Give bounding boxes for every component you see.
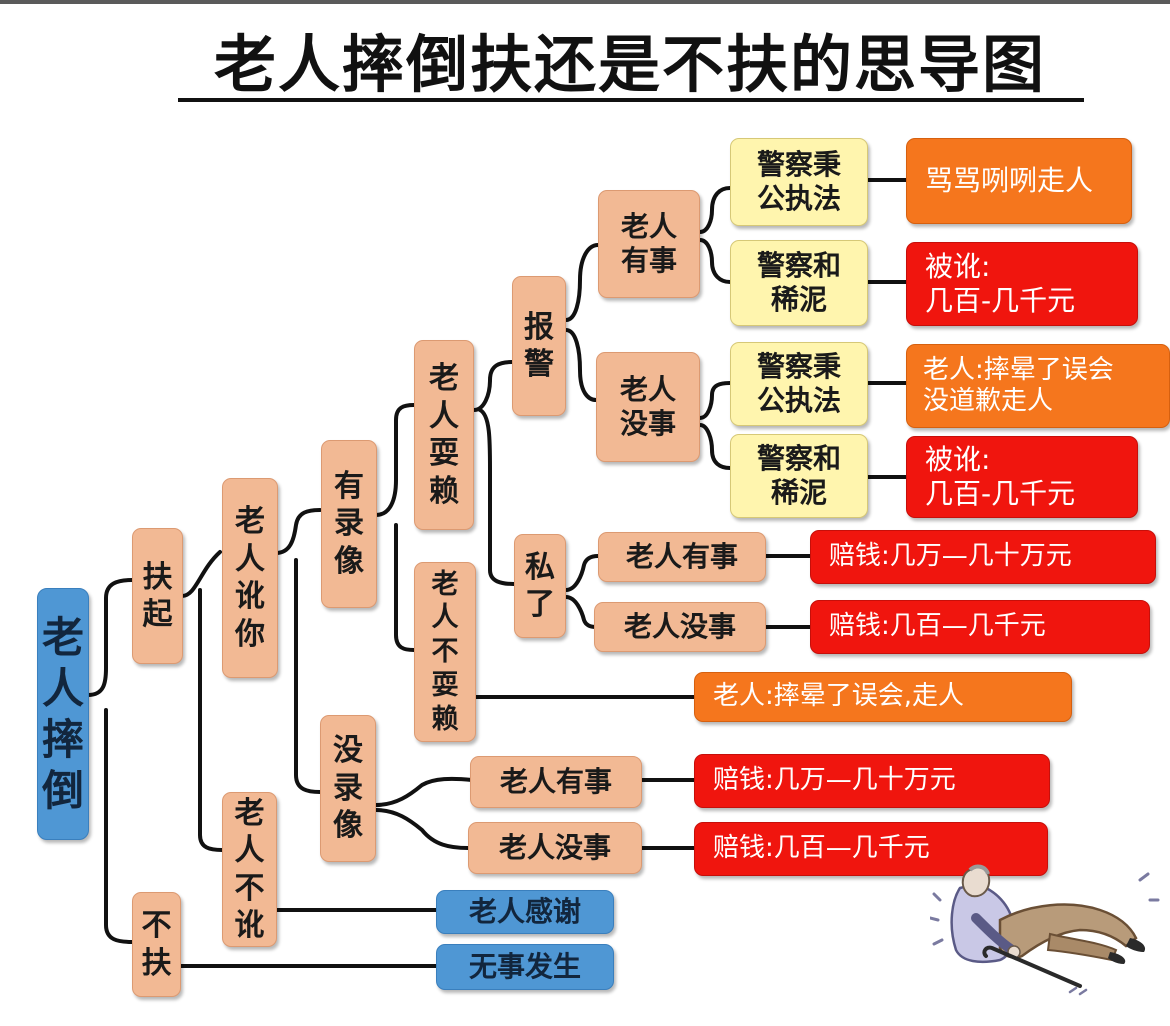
link-meishi1-branches — [698, 381, 732, 470]
link-eni-branches — [274, 508, 322, 794]
node-police-fair-2: 警察秉 公执法 — [730, 342, 868, 426]
outcome-elder-thanks: 老人感谢 — [436, 890, 614, 934]
node-police-fair-1: 警察秉 公执法 — [730, 138, 868, 226]
top-border — [0, 0, 1170, 4]
outcome-misunderstanding-no-apology: 老人:摔晕了误会 没道歉走人 — [906, 344, 1170, 428]
link-root-branches — [86, 578, 134, 944]
node-police-elder-hurt: 老人 有事 — [598, 190, 700, 298]
link-fuqi-branches — [180, 550, 224, 852]
outcome-grumble-leave: 骂骂咧咧走人 — [906, 138, 1132, 224]
node-novideo-elder-fine: 老人没事 — [468, 822, 642, 874]
node-elder-cheats: 老 人 耍 赖 — [414, 340, 474, 530]
link-baojing-branches — [564, 243, 600, 402]
node-not-help: 不 扶 — [132, 892, 181, 997]
node-elder-extorts: 老 人 讹 你 — [222, 478, 278, 678]
node-police-elder-fine: 老人 没事 — [596, 352, 700, 462]
link-meilx-outcomes — [640, 778, 696, 850]
node-police-mud-1: 警察和 稀泥 — [730, 240, 868, 326]
link-youlx-branches — [374, 403, 416, 652]
outcome-misunderstanding-leave: 老人:摔晕了误会,走人 — [694, 672, 1072, 722]
outcome-pay-large-private: 赔钱:几万—几十万元 — [810, 530, 1156, 584]
link-meilx-branches — [374, 776, 474, 850]
outcome-pay-large-novideo: 赔钱:几万—几十万元 — [694, 754, 1050, 808]
title-underline — [178, 98, 1084, 102]
node-private-elder-hurt: 老人有事 — [598, 532, 766, 582]
node-private-elder-fine: 老人没事 — [594, 602, 766, 652]
outcome-extorted-2: 被讹: 几百-几千元 — [906, 436, 1138, 518]
node-settle-privately: 私 了 — [514, 534, 566, 638]
node-no-video: 没 录 像 — [320, 715, 376, 862]
fallen-elderly-man-illustration — [930, 864, 1160, 996]
outcome-extorted-1: 被讹: 几百-几千元 — [906, 242, 1138, 326]
node-help-up: 扶 起 — [132, 528, 183, 664]
link-sile-branches — [564, 554, 600, 629]
node-elder-no-cheat: 老 人 不 耍 赖 — [414, 562, 476, 742]
link-youshi1-branches — [698, 186, 732, 284]
node-novideo-elder-hurt: 老人有事 — [470, 756, 642, 808]
root-node-elderly-fall: 老 人 摔 倒 — [37, 588, 89, 840]
node-elder-no-extort: 老 人 不 讹 — [222, 792, 277, 947]
outcome-nothing-happens: 无事发生 — [436, 944, 614, 990]
link-police-outcomes — [866, 178, 908, 479]
link-shualai-branches — [472, 360, 516, 586]
node-call-police: 报 警 — [512, 276, 566, 416]
node-police-mud-2: 警察和 稀泥 — [730, 434, 868, 518]
node-has-video: 有 录 像 — [321, 440, 377, 608]
outcome-pay-small-private: 赔钱:几百—几千元 — [810, 600, 1150, 654]
link-sile-outcomes — [764, 554, 812, 629]
outcome-pay-small-novideo: 赔钱:几百—几千元 — [694, 822, 1048, 876]
diagram-title: 老人摔倒扶还是不扶的思导图 — [213, 28, 1046, 101]
